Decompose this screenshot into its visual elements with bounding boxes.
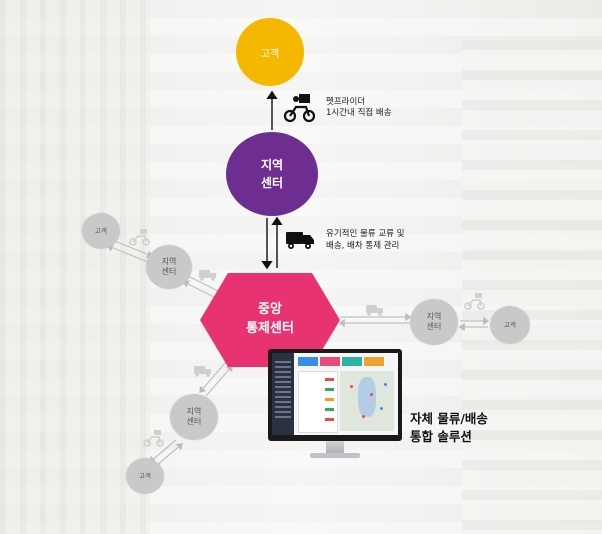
monitor-base (310, 453, 360, 458)
central-control-label-wrap: 중앙 통제센터 (220, 296, 320, 344)
monitor-stand (326, 441, 344, 454)
regional-node-right: 지역 센터 (410, 299, 458, 345)
connector-bottom-customer (149, 439, 177, 463)
central-control-hexagon (200, 273, 340, 367)
connector-left-customer (111, 239, 154, 259)
dashboard-sidebar (272, 353, 294, 435)
customer-node-right: 고객 (490, 306, 530, 344)
monitor-icon (268, 349, 402, 441)
connector-left-central (187, 275, 224, 295)
regional-node-bottom: 지역 센터 (170, 394, 218, 440)
customer-node-top: 고객 (236, 18, 304, 86)
dashboard-screen (272, 353, 398, 435)
truck-icon (286, 232, 314, 249)
customer-node-left: 고객 (82, 213, 120, 249)
truck-icon (199, 270, 216, 281)
delivery-rider-label: 펫프라이더 1시간내 직접 배송 (326, 97, 392, 119)
logistics-control-label: 유기적인 물류 교류 및 배송, 배차 통제 관리 (326, 229, 405, 251)
dashboard-map (340, 371, 394, 431)
connector-central-bottom (199, 361, 227, 393)
solution-label: 자체 물류/배송 통합 솔루션 (410, 411, 488, 445)
regional-node-left: 지역 센터 (146, 245, 192, 289)
regional-center-label: 지역 센터 (260, 158, 284, 190)
background-shelves-right (462, 40, 602, 534)
scooter-icon (464, 293, 485, 310)
background-shelves-left (0, 0, 150, 534)
scooter-icon (143, 430, 164, 447)
customer-node-bottom: 고객 (126, 458, 164, 494)
regional-center-node: 지역 센터 (226, 132, 318, 216)
truck-icon (194, 366, 211, 377)
scooter-icon (129, 229, 150, 246)
customer-node-label: 고객 (260, 48, 280, 60)
scooter-icon (283, 94, 316, 123)
dashboard-list-panel (298, 371, 338, 433)
truck-icon (366, 305, 383, 316)
central-control-label: 중앙 통제센터 (246, 302, 294, 336)
